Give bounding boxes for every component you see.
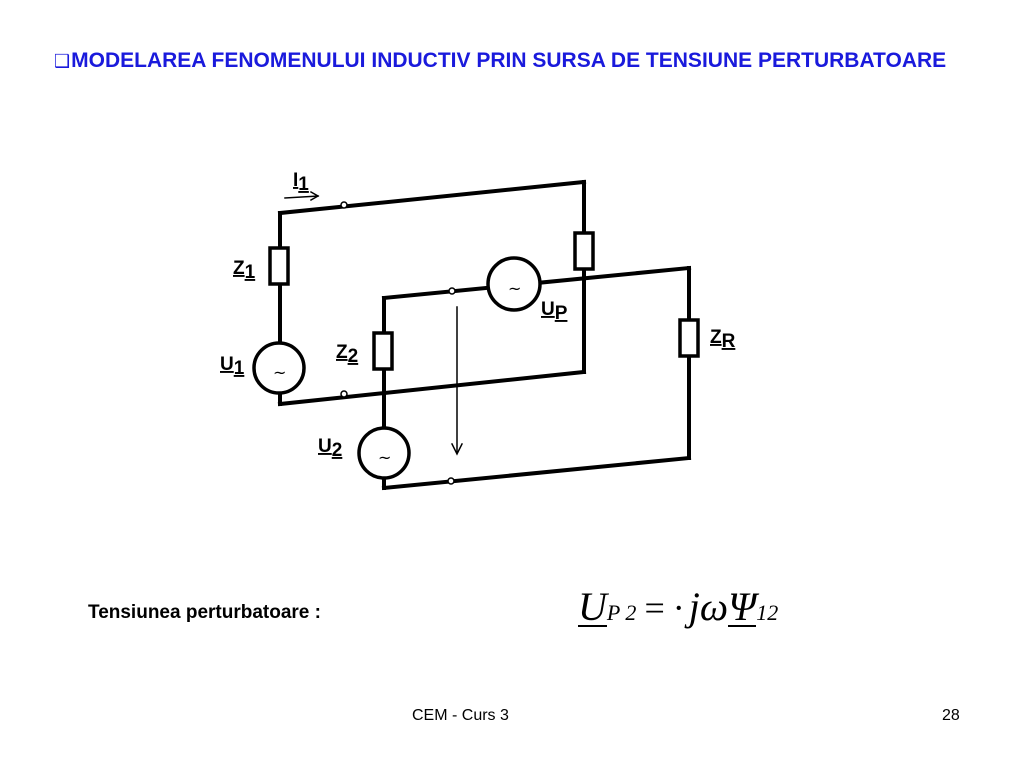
label-zr: ZR bbox=[710, 327, 736, 352]
formula-dot: · bbox=[672, 588, 685, 628]
formula-psi-sub: 12 bbox=[756, 600, 779, 625]
resistor-z1 bbox=[268, 246, 290, 286]
resistor-zr1 bbox=[573, 231, 595, 271]
label-i1: I1 bbox=[293, 170, 309, 195]
formula-u: U bbox=[578, 584, 607, 629]
formula-u-sub: P 2 bbox=[606, 600, 637, 625]
source-u2-symbol: ~ bbox=[378, 448, 391, 467]
source-up-symbol: ~ bbox=[508, 279, 521, 298]
page-number: 28 bbox=[942, 707, 960, 724]
formula-omega: ω bbox=[699, 584, 729, 629]
terminal-4 bbox=[447, 477, 455, 485]
source-u1 bbox=[252, 341, 306, 395]
label-up: UP bbox=[541, 299, 568, 324]
loop1-bottom-wire bbox=[277, 369, 587, 407]
formula-j: j bbox=[688, 584, 700, 629]
formula-equals: = bbox=[644, 588, 665, 628]
footer-course: CEM - Curs 3 bbox=[412, 707, 509, 724]
label-z2: Z2 bbox=[336, 342, 358, 367]
slide-title: ❑MODELAREA FENOMENULUI INDUCTIV PRIN SUR… bbox=[54, 44, 996, 78]
resistor-zr bbox=[678, 318, 700, 358]
title-bullet-icon: ❑ bbox=[54, 51, 71, 72]
loop2-bottom-wire bbox=[381, 455, 692, 491]
formula-psi: Ψ bbox=[728, 584, 757, 629]
label-u2: U2 bbox=[318, 436, 342, 461]
title-text: MODELAREA FENOMENULUI INDUCTIV PRIN SURS… bbox=[71, 49, 947, 72]
source-u1-symbol: ~ bbox=[273, 363, 286, 382]
resistor-z2 bbox=[372, 331, 394, 371]
terminal-2 bbox=[340, 390, 348, 398]
formula-caption: Tensiunea perturbatoare : bbox=[88, 602, 321, 623]
voltage-arrow bbox=[450, 306, 464, 456]
label-u1: U1 bbox=[220, 354, 245, 379]
terminal-1 bbox=[340, 201, 348, 209]
source-up bbox=[486, 256, 542, 312]
current-arrow-i1 bbox=[284, 190, 320, 202]
loop1-top-wire bbox=[277, 179, 587, 216]
source-u2 bbox=[357, 426, 411, 480]
label-z1: Z1 bbox=[233, 258, 256, 283]
formula-up2: UP 2 =·jωΨ12 bbox=[578, 583, 778, 639]
terminal-3 bbox=[448, 287, 456, 295]
